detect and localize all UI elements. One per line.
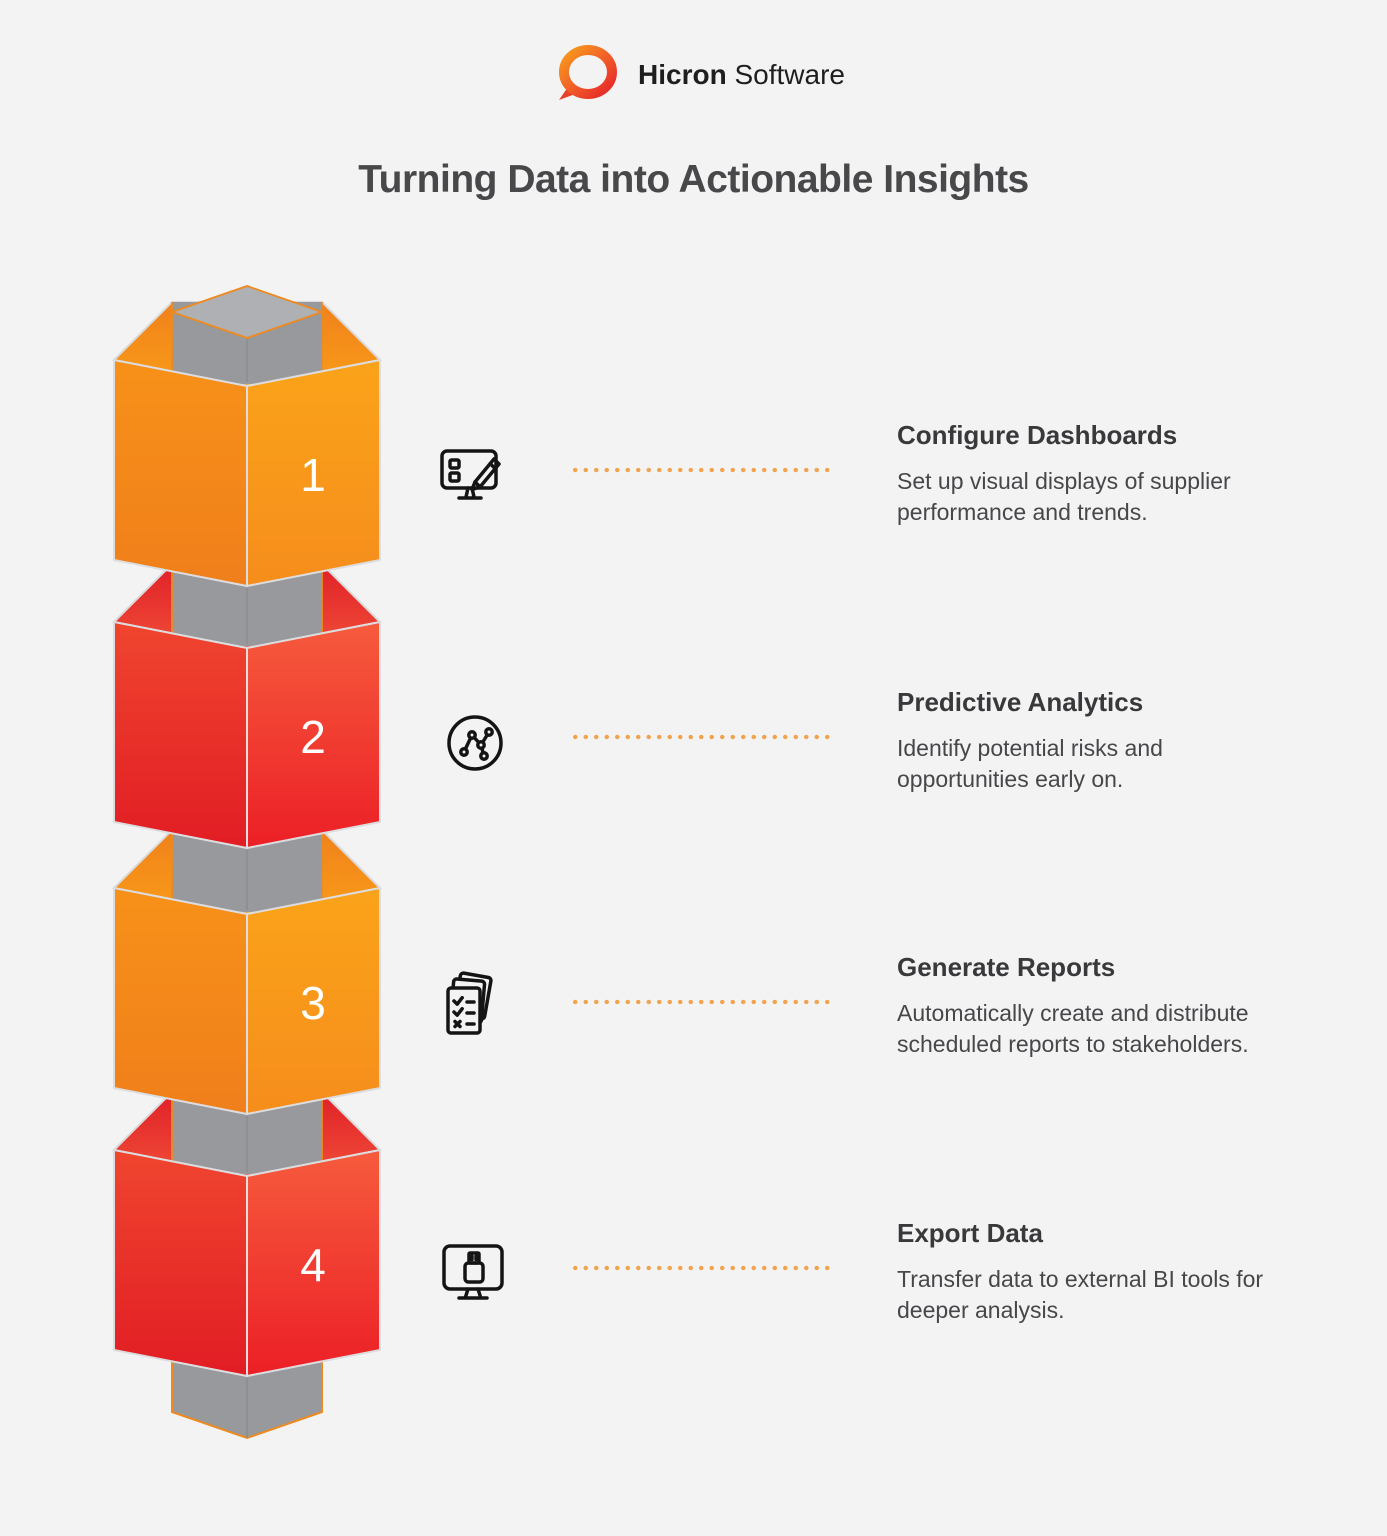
step-description: Identify potential risks and opportuniti… bbox=[897, 735, 1163, 792]
cube-number-1: 1 bbox=[300, 449, 326, 501]
cube-1: 1 bbox=[111, 301, 383, 588]
cube-number-2: 2 bbox=[300, 711, 326, 763]
dashboard-edit-icon bbox=[440, 449, 501, 500]
step-heading: Generate Reports bbox=[897, 952, 1116, 982]
hicron-logo-icon bbox=[559, 45, 617, 100]
generate-reports-icon bbox=[446, 971, 493, 1035]
step-row-1: Configure Dashboards Set up visual displ… bbox=[435, 420, 1345, 570]
brand-name-light: Software bbox=[734, 59, 845, 90]
step-description: Set up visual displays of supplier perfo… bbox=[897, 468, 1231, 525]
step-heading: Predictive Analytics bbox=[897, 687, 1144, 717]
cube-4: 4 bbox=[111, 1091, 383, 1378]
column-top-cap bbox=[169, 285, 325, 339]
predictive-analytics-icon bbox=[447, 715, 503, 771]
cube-number-4: 4 bbox=[300, 1239, 326, 1291]
step-heading: Configure Dashboards bbox=[897, 420, 1178, 450]
export-data-icon bbox=[442, 1244, 504, 1300]
step-heading: Export Data bbox=[897, 1218, 1043, 1248]
cube-number-3: 3 bbox=[300, 977, 326, 1029]
step-row-4: Export Data Transfer data to external BI… bbox=[435, 1218, 1345, 1368]
step-description: Automatically create and distribute sche… bbox=[897, 1000, 1249, 1057]
dotted-connector bbox=[570, 467, 832, 473]
dotted-connector bbox=[570, 999, 832, 1005]
step-row-2: Predictive Analytics Identify potential … bbox=[435, 687, 1345, 837]
brand-name: Hicron Software bbox=[638, 59, 845, 91]
step-row-3: Generate Reports Automatically create an… bbox=[435, 952, 1345, 1102]
cube-3: 3 bbox=[111, 829, 383, 1116]
dotted-connector bbox=[570, 1265, 832, 1271]
dotted-connector bbox=[570, 734, 832, 740]
page-title: Turning Data into Actionable Insights bbox=[358, 158, 1029, 201]
brand-name-bold: Hicron bbox=[638, 59, 727, 90]
cube-2: 2 bbox=[111, 563, 383, 850]
brand-header: Hicron Software bbox=[550, 38, 845, 112]
cube-stack-graphic: 4 3 2 bbox=[111, 285, 383, 1440]
step-description: Transfer data to external BI tools for d… bbox=[897, 1266, 1264, 1323]
